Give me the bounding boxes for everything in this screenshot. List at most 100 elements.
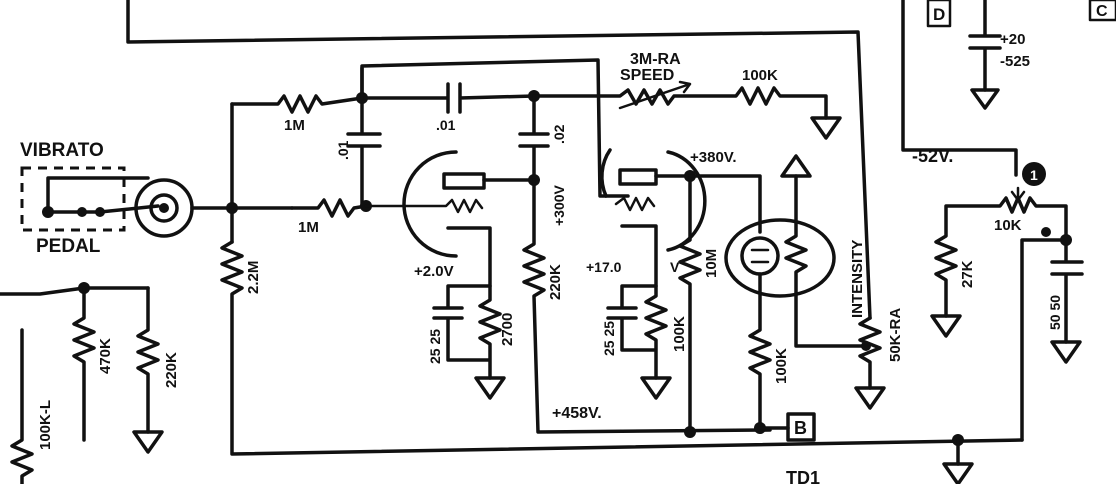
node-input xyxy=(226,202,238,214)
terminal-b-box xyxy=(786,412,816,442)
cap-01-vertical xyxy=(346,66,382,208)
resistor-27k-value: 27K xyxy=(959,260,976,288)
resistor-1m-top-value: 1M xyxy=(284,117,305,134)
bias-27k-ground xyxy=(930,314,962,338)
cathode-2-cap-value: 25 25 xyxy=(601,321,617,356)
terminal-b-label: B xyxy=(794,418,807,438)
intensity-pot-value: 50K-RA xyxy=(887,308,904,362)
tube-2-plate xyxy=(618,168,658,186)
cap-525-value: -525 xyxy=(1000,53,1030,70)
speed-pot-value: 3M-RA xyxy=(630,51,681,68)
resistor-2-2m-value: 2.2M xyxy=(245,261,262,294)
tube-1-grid xyxy=(364,198,484,214)
terminal-c-label: C xyxy=(1096,3,1108,20)
cap-01-horizontal xyxy=(360,82,536,114)
neon-electrodes xyxy=(750,248,770,264)
pedal-dashed-box xyxy=(20,166,126,232)
cathode-1-cap-value: 25 25 xyxy=(427,329,443,364)
diode-td1-label: TD1 xyxy=(786,468,820,484)
cap-20-lead xyxy=(968,0,1002,92)
speed-pot-arrow xyxy=(618,80,692,110)
bias-cap-ground xyxy=(1050,340,1082,364)
terminal-d-label: D xyxy=(933,5,945,24)
speed-ground xyxy=(810,116,842,140)
top-right-supply-wire xyxy=(901,0,1018,177)
cap-01-vertical-value: .01 xyxy=(335,140,351,160)
resistor-220k-plate xyxy=(522,178,772,434)
resistor-100k-top-value: 100K xyxy=(742,67,778,84)
node-intensity-wiper xyxy=(861,341,871,351)
cathode-2-ground xyxy=(640,376,672,400)
resistor-470k-value: 470K xyxy=(97,338,114,374)
ldr xyxy=(784,174,868,348)
cathode-2-voltage: +17.0 xyxy=(586,259,622,275)
pot-100k-l xyxy=(10,328,34,484)
pedal-jack-inner xyxy=(149,193,179,223)
cathode-2-voltage-unit: V xyxy=(670,259,680,275)
bias-network xyxy=(934,196,1068,318)
resistor-2-2m xyxy=(220,240,1024,456)
resistor-1m-grid-value: 1M xyxy=(298,219,319,236)
cathode-1-voltage: +2.0V xyxy=(414,263,454,280)
node-bias-1 xyxy=(1041,227,1051,237)
resistor-100k-cathode-value: 100K xyxy=(671,316,688,352)
cap-300v-value: +300V xyxy=(551,184,567,226)
resistor-220k-plate-value: 220K xyxy=(547,264,564,300)
marker-1-label: 1 xyxy=(1030,167,1038,183)
top-loop-wire xyxy=(360,58,630,198)
cap-02-value: .02 xyxy=(551,124,567,144)
pedal-contact-2 xyxy=(77,207,87,217)
neon-to-100k xyxy=(748,272,772,430)
resistor-10m xyxy=(678,174,702,434)
tube-2-grid xyxy=(614,196,656,212)
resistor-2700-value: 2700 xyxy=(499,313,516,346)
vibrato-label: VIBRATO xyxy=(20,140,104,161)
speed-label: SPEED xyxy=(620,67,674,84)
bias-pot-wiper xyxy=(1010,186,1026,202)
node-b-plus-1 xyxy=(684,426,696,438)
b-plus-voltage: +458V. xyxy=(552,405,602,422)
plate-2-to-neon xyxy=(688,174,762,234)
pedal-label: PEDAL xyxy=(36,236,101,257)
intensity-label: INTENSITY xyxy=(849,240,866,318)
neon-lamp xyxy=(740,236,780,276)
tube-1-cathode xyxy=(446,226,492,288)
tube-2-envelope xyxy=(666,150,707,252)
tube-1-plate xyxy=(442,172,486,190)
resistor-220k-left-ground xyxy=(132,430,164,454)
tube-1-envelope xyxy=(402,150,458,258)
plate-2-voltage: +380V. xyxy=(690,149,737,166)
cathode-1-ground xyxy=(474,376,506,400)
cathode-2-network xyxy=(606,284,668,380)
pot-100k-l-value: 100K-L xyxy=(37,400,54,450)
bias-cap-network xyxy=(1020,238,1084,442)
tube-2-cathode xyxy=(620,224,658,288)
speed-pot xyxy=(532,86,828,120)
resistor-100k-neon-value: 100K xyxy=(773,348,790,384)
top-return-wire xyxy=(126,0,872,320)
diode-td1 xyxy=(942,462,974,484)
resistor-10m-value: 10M xyxy=(703,249,720,278)
marker-1-dot xyxy=(1022,162,1046,186)
ldr-arrow-up xyxy=(780,154,812,178)
resistor-1m-top xyxy=(230,94,364,114)
pedal-jack-center xyxy=(159,203,169,213)
cathode-1-network xyxy=(432,284,502,380)
pedal-contact-1 xyxy=(42,206,54,218)
node-bias-2 xyxy=(1060,234,1072,246)
cap-20-value: +20 xyxy=(1000,31,1025,48)
resistor-220k-left xyxy=(136,286,160,434)
resistor-220k-left-value: 220K xyxy=(163,352,180,388)
terminal-d-box xyxy=(926,0,952,28)
cap-02-vertical xyxy=(518,94,550,182)
pedal-contact-3 xyxy=(95,207,105,217)
resistor-470k xyxy=(72,286,96,442)
left-supply-wire xyxy=(0,286,150,296)
intensity-pot xyxy=(858,316,882,390)
cap-01-horizontal-value: .01 xyxy=(436,117,456,133)
pedal-switch-wires xyxy=(46,176,160,214)
tube-2-left-envelope xyxy=(600,148,612,198)
bias-voltage: -52V. xyxy=(912,146,953,166)
resistor-1m-grid xyxy=(290,198,368,218)
